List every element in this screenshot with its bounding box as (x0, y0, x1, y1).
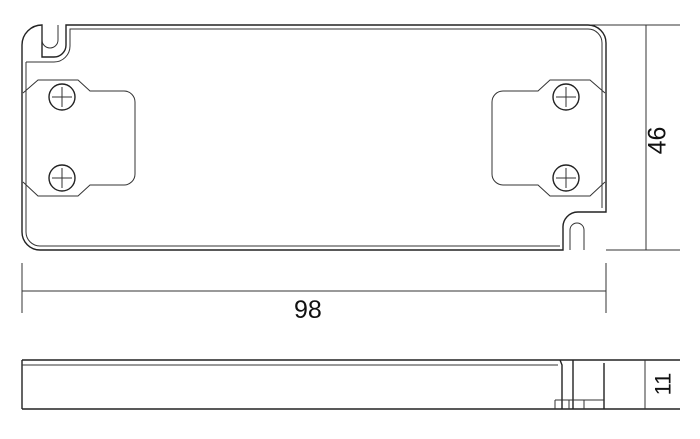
left-mount-bracket (22, 79, 136, 197)
screw-icon (552, 83, 580, 111)
side-view (21, 359, 680, 410)
height-label: 11 (650, 372, 676, 396)
housing-outline (21, 24, 607, 251)
connector-block (554, 399, 604, 409)
screw-icon (552, 164, 580, 192)
top-view (21, 24, 607, 251)
side-housing-outline (21, 359, 680, 410)
width-label: 46 (643, 126, 672, 155)
length-label: 98 (294, 296, 322, 324)
length-dimension (21, 263, 607, 313)
screw-icon (48, 164, 76, 192)
screw-icon (48, 83, 76, 111)
right-mount-bracket (491, 79, 606, 197)
width-dimension (590, 24, 680, 251)
